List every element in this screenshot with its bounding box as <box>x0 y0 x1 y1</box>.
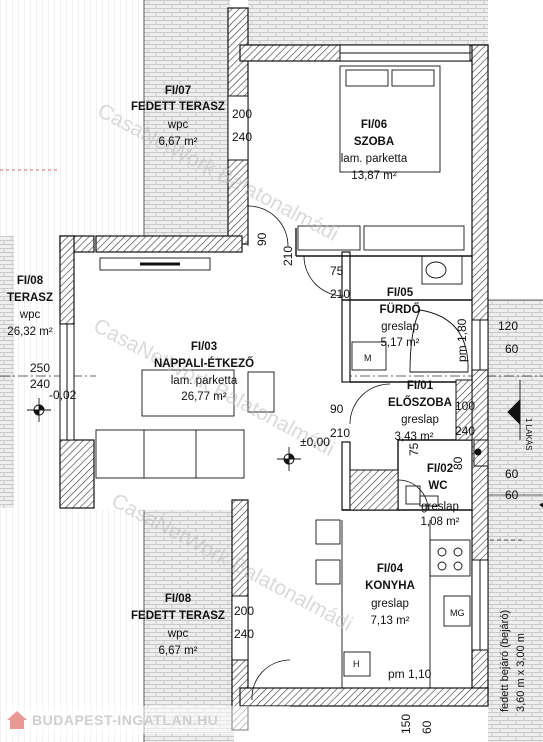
room-name: ELŐSZOBA <box>388 396 452 409</box>
room-name: WC <box>428 480 447 492</box>
dim-80-v: 80 <box>451 456 465 470</box>
room-name: FEDETT TERASZ <box>131 610 225 622</box>
room-fedett-terasz-top: FI/07 FEDETT TERASZ wpc 6,67 m² <box>131 85 225 148</box>
dim-240-hall: 240 <box>455 424 475 438</box>
room-name: SZOBA <box>354 136 394 148</box>
room-floor: greslap <box>371 598 409 610</box>
corridor-size: 3,60 m x 3,00 m <box>515 633 527 712</box>
walls <box>59 7 489 731</box>
level-left: -0,02 <box>49 388 77 402</box>
room-code: FI/08 <box>17 275 44 287</box>
dim-210-c: 210 <box>330 426 350 440</box>
room-furdo: FI/05 FÜRDŐ greslap 5,17 m² <box>380 287 421 349</box>
dim-60-bottom: 60 <box>420 720 434 734</box>
room-name: FEDETT TERASZ <box>131 101 225 113</box>
dim-200-top: 200 <box>232 107 252 121</box>
level-markers <box>27 380 543 508</box>
room-area: 1,08 m² <box>421 516 460 528</box>
room-wc: FI/02 WC greslap 1,08 m² <box>421 463 460 528</box>
room-konyha: FI/04 KONYHA greslap 7,13 m² <box>365 563 415 627</box>
appliance-labels: M MG H <box>353 353 465 669</box>
room-nappali: FI/03 NAPPALI-ÉTKEZŐ lam. parketta 26,77… <box>154 341 254 403</box>
furniture <box>95 65 471 688</box>
dim-120: 120 <box>498 319 518 333</box>
room-code: FI/03 <box>191 341 217 353</box>
room-area: 3,43 m² <box>395 431 434 443</box>
doors <box>247 205 429 701</box>
dim-75: 75 <box>330 264 344 278</box>
dim-240-left: 240 <box>30 377 50 391</box>
dim-60-a: 60 <box>505 342 519 356</box>
windows <box>59 44 489 661</box>
room-code: FI/08 <box>165 593 192 605</box>
room-area: 6,67 m² <box>159 136 198 148</box>
dim-60-b: 60 <box>505 467 519 481</box>
dishwasher-label: MG <box>450 608 465 618</box>
room-floor: lam. parketta <box>171 375 238 387</box>
room-code: FI/01 <box>407 380 434 392</box>
dim-240-top: 240 <box>232 130 252 144</box>
room-floor: lam. parketta <box>341 153 408 165</box>
dim-200-bottom: 200 <box>234 604 254 618</box>
room-area: 26,77 m² <box>181 391 227 403</box>
room-code: FI/06 <box>361 119 387 131</box>
room-code: FI/07 <box>165 85 191 97</box>
room-area: 13,87 m² <box>351 170 397 182</box>
room-code: FI/02 <box>427 463 453 475</box>
room-terasz-left: FI/08 TERASZ wpc 26,32 m² <box>7 275 53 338</box>
room-area: 26,32 m² <box>7 326 53 338</box>
pm-180: pm 1,80 <box>455 318 469 362</box>
dim-240-bottom: 240 <box>234 627 254 641</box>
logo: BUDAPEST-INGATLAN.HU <box>4 706 290 734</box>
room-floor: wpc <box>167 628 189 640</box>
boiler-label: H <box>353 659 360 669</box>
room-szoba: FI/06 SZOBA lam. parketta 13,87 m² <box>341 119 408 182</box>
dim-210-a: 210 <box>281 246 295 266</box>
room-code: FI/05 <box>387 287 414 299</box>
pm-110: pm 1,10 <box>388 667 432 681</box>
washing-machine-label: M <box>364 353 372 363</box>
dim-90-a: 90 <box>255 232 269 246</box>
room-floor: wpc <box>19 309 41 321</box>
room-floor: greslap <box>401 414 439 426</box>
dim-60-c: 60 <box>505 488 519 502</box>
dim-210-b: 210 <box>330 287 350 301</box>
room-area: 6,67 m² <box>159 645 198 657</box>
room-floor: greslap <box>381 321 419 333</box>
house-logo-icon <box>7 711 27 729</box>
room-floor: greslap <box>421 501 459 513</box>
dim-75-v: 75 <box>407 442 421 456</box>
room-name: TERASZ <box>7 292 53 304</box>
dim-100: 100 <box>455 399 475 413</box>
logo-text: BUDAPEST-INGATLAN.HU <box>32 712 219 728</box>
level-center: ±0,00 <box>300 435 330 449</box>
lakas-marker: 1 LAKÁS <box>524 418 533 450</box>
room-fedett-terasz-bottom: FI/08 FEDETT TERASZ wpc 6,67 m² <box>131 593 225 657</box>
room-name: FÜRDŐ <box>380 303 421 316</box>
room-eloszoba: FI/01 ELŐSZOBA greslap 3,43 m² <box>388 380 452 443</box>
room-name: NAPPALI-ÉTKEZŐ <box>154 357 254 370</box>
dim-150: 150 <box>399 714 413 734</box>
room-area: 5,17 m² <box>381 337 420 349</box>
room-floor: wpc <box>167 119 189 131</box>
room-area: 7,13 m² <box>371 615 410 627</box>
corridor-label: fedett bejáró (bejáró) <box>499 610 511 712</box>
interior-floor <box>96 60 472 690</box>
dim-250: 250 <box>30 361 50 375</box>
dimension-labels: 200 240 90 210 75 210 250 240 -0,02 ±0,0… <box>30 107 519 734</box>
room-code: FI/04 <box>377 563 404 575</box>
room-name: KONYHA <box>365 580 415 592</box>
dim-90-b: 90 <box>330 402 344 416</box>
